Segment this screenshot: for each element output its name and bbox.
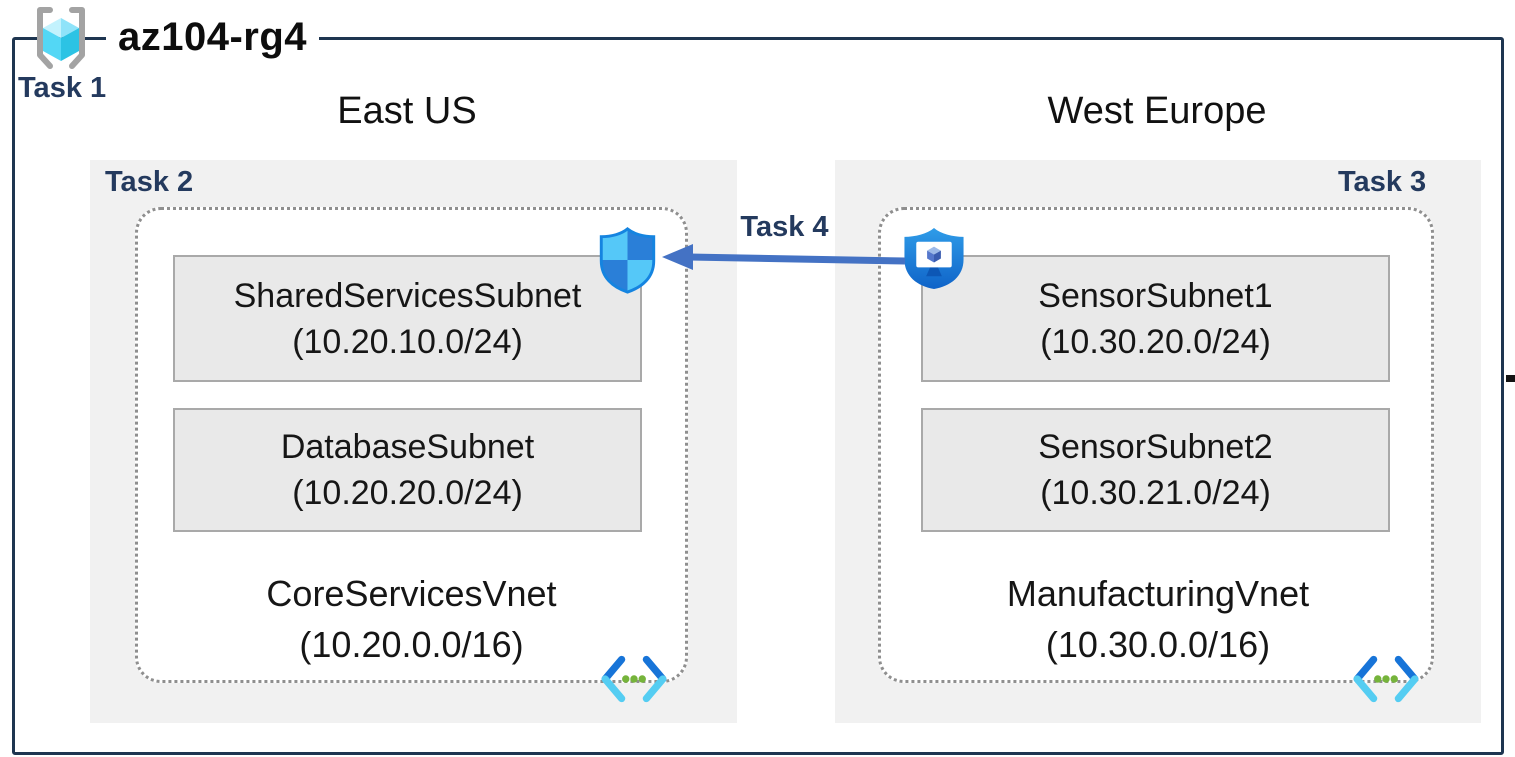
vnet-cidr: (10.30.0.0/16) (1045, 624, 1271, 665)
defender-shield-icon (596, 226, 659, 294)
peering-arrow (655, 242, 907, 276)
task-1-label: Task 1 (18, 72, 107, 104)
subnet-name: SensorSubnet1 (1038, 276, 1273, 315)
virtual-network-icon (600, 655, 668, 703)
region-title-east-us: East US (337, 90, 477, 132)
subnet-cidr: (10.30.21.0/24) (1040, 474, 1271, 512)
shield-monitor-icon (899, 226, 969, 291)
subnet-sensorsubnet1: SensorSubnet1 (10.30.20.0/24) (921, 255, 1390, 382)
subnet-cidr: (10.20.10.0/24) (292, 322, 523, 361)
edge-artifact (1506, 375, 1515, 382)
subnet-sharedservicessubnet: SharedServicesSubnet (10.20.10.0/24) (173, 255, 642, 382)
task-2-label: Task 2 (105, 166, 194, 198)
subnet-cidr: (10.30.20.0/24) (1040, 322, 1271, 361)
vnet-label-coreservicesvnet: CoreServicesVnet (10.20.0.0/16) (135, 568, 688, 670)
subnet-cidr: (10.20.20.0/24) (292, 474, 523, 512)
subnet-sensorsubnet2: SensorSubnet2 (10.30.21.0/24) (921, 408, 1390, 532)
subnet-databasesubnet: DatabaseSubnet (10.20.20.0/24) (173, 408, 642, 532)
vnet-cidr: (10.20.0.0/16) (299, 624, 524, 665)
vnet-label-manufacturingvnet: ManufacturingVnet (10.30.0.0/16) (880, 568, 1436, 670)
subnet-name: SensorSubnet2 (1038, 428, 1273, 466)
task-4-label: Task 4 (740, 211, 829, 243)
task-3-label: Task 3 (1338, 166, 1427, 198)
region-title-west-europe: West Europe (1047, 90, 1267, 132)
resource-group-brackets-cube-icon (26, 4, 96, 72)
virtual-network-icon (1352, 655, 1420, 703)
vnet-name: ManufacturingVnet (1006, 573, 1310, 614)
resource-group-border (12, 37, 1504, 755)
resource-group-title: az104-rg4 (106, 14, 320, 60)
vnet-name: CoreServicesVnet (266, 573, 557, 614)
subnet-name: SharedServicesSubnet (233, 276, 582, 315)
subnet-name: DatabaseSubnet (280, 428, 535, 466)
